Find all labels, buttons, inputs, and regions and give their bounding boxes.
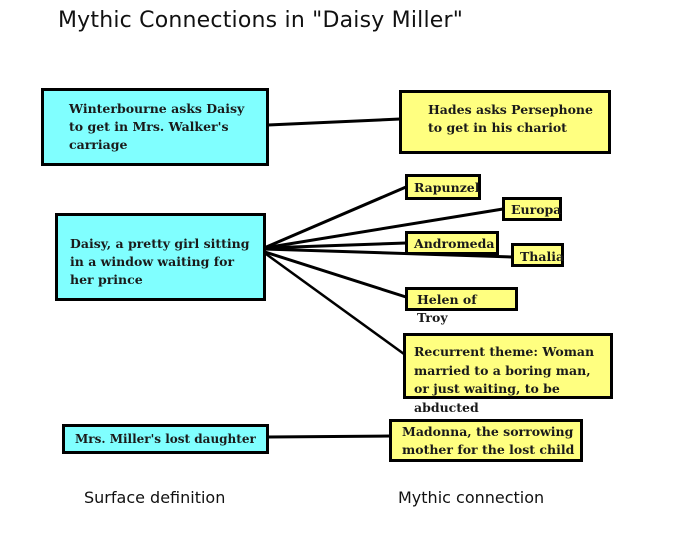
mythic-node-europa: Europa xyxy=(502,197,562,221)
mythic-node-persephone: Hades asks Persephone to get in his char… xyxy=(399,90,611,154)
mythic-node-madonna: Madonna, the sorrowing mother for the lo… xyxy=(389,419,583,462)
mythic-node-thalia: Thalia xyxy=(511,243,564,267)
mythic-node-text: Hades asks Persephone to get in his char… xyxy=(428,102,593,135)
mythic-node-text: Thalia xyxy=(520,249,565,264)
edge-s2-m6 xyxy=(264,250,407,299)
edge-s1-m1 xyxy=(267,117,401,127)
mythic-node-text: Europa xyxy=(511,202,562,217)
mythic-node-text: Andromeda xyxy=(414,236,495,251)
surface-node-text: Mrs. Miller's lost daughter xyxy=(75,432,256,446)
mythic-node-rapunzel: Rapunzel xyxy=(405,174,481,200)
edge-s2-m5 xyxy=(263,247,513,259)
mythic-node-helen: Helen of Troy xyxy=(405,287,518,325)
surface-node-text: Daisy, a pretty girl sitting in a window… xyxy=(70,236,250,287)
column-label-mythic: Mythic connection xyxy=(398,488,545,507)
mythic-node-text: Rapunzel xyxy=(414,180,480,195)
edge-s2-m7 xyxy=(265,252,405,356)
column-label-surface: Surface definition xyxy=(84,488,226,507)
edge-s2-m2 xyxy=(263,185,407,250)
surface-node-carriage: Winterbourne asks Daisy to get in Mrs. W… xyxy=(41,88,269,166)
mythic-node-text: Helen of Troy xyxy=(417,292,477,325)
surface-node-lost-daughter: Mrs. Miller's lost daughter xyxy=(62,424,269,454)
edge-s2-m3 xyxy=(263,207,504,250)
surface-node-text: Winterbourne asks Daisy to get in Mrs. W… xyxy=(69,101,245,152)
edge-s2-m4 xyxy=(263,241,407,250)
edge-s3-m8 xyxy=(267,434,391,439)
mythic-node-andromeda: Andromeda xyxy=(405,231,499,255)
diagram-title: Mythic Connections in "Daisy Miller" xyxy=(58,8,464,33)
mythic-node-recurrent-theme: Recurrent theme: Woman married to a bori… xyxy=(403,333,613,415)
mythic-node-text: Madonna, the sorrowing mother for the lo… xyxy=(402,424,575,457)
surface-node-window: Daisy, a pretty girl sitting in a window… xyxy=(55,213,266,301)
mythic-node-text: Recurrent theme: Woman married to a bori… xyxy=(414,344,595,415)
